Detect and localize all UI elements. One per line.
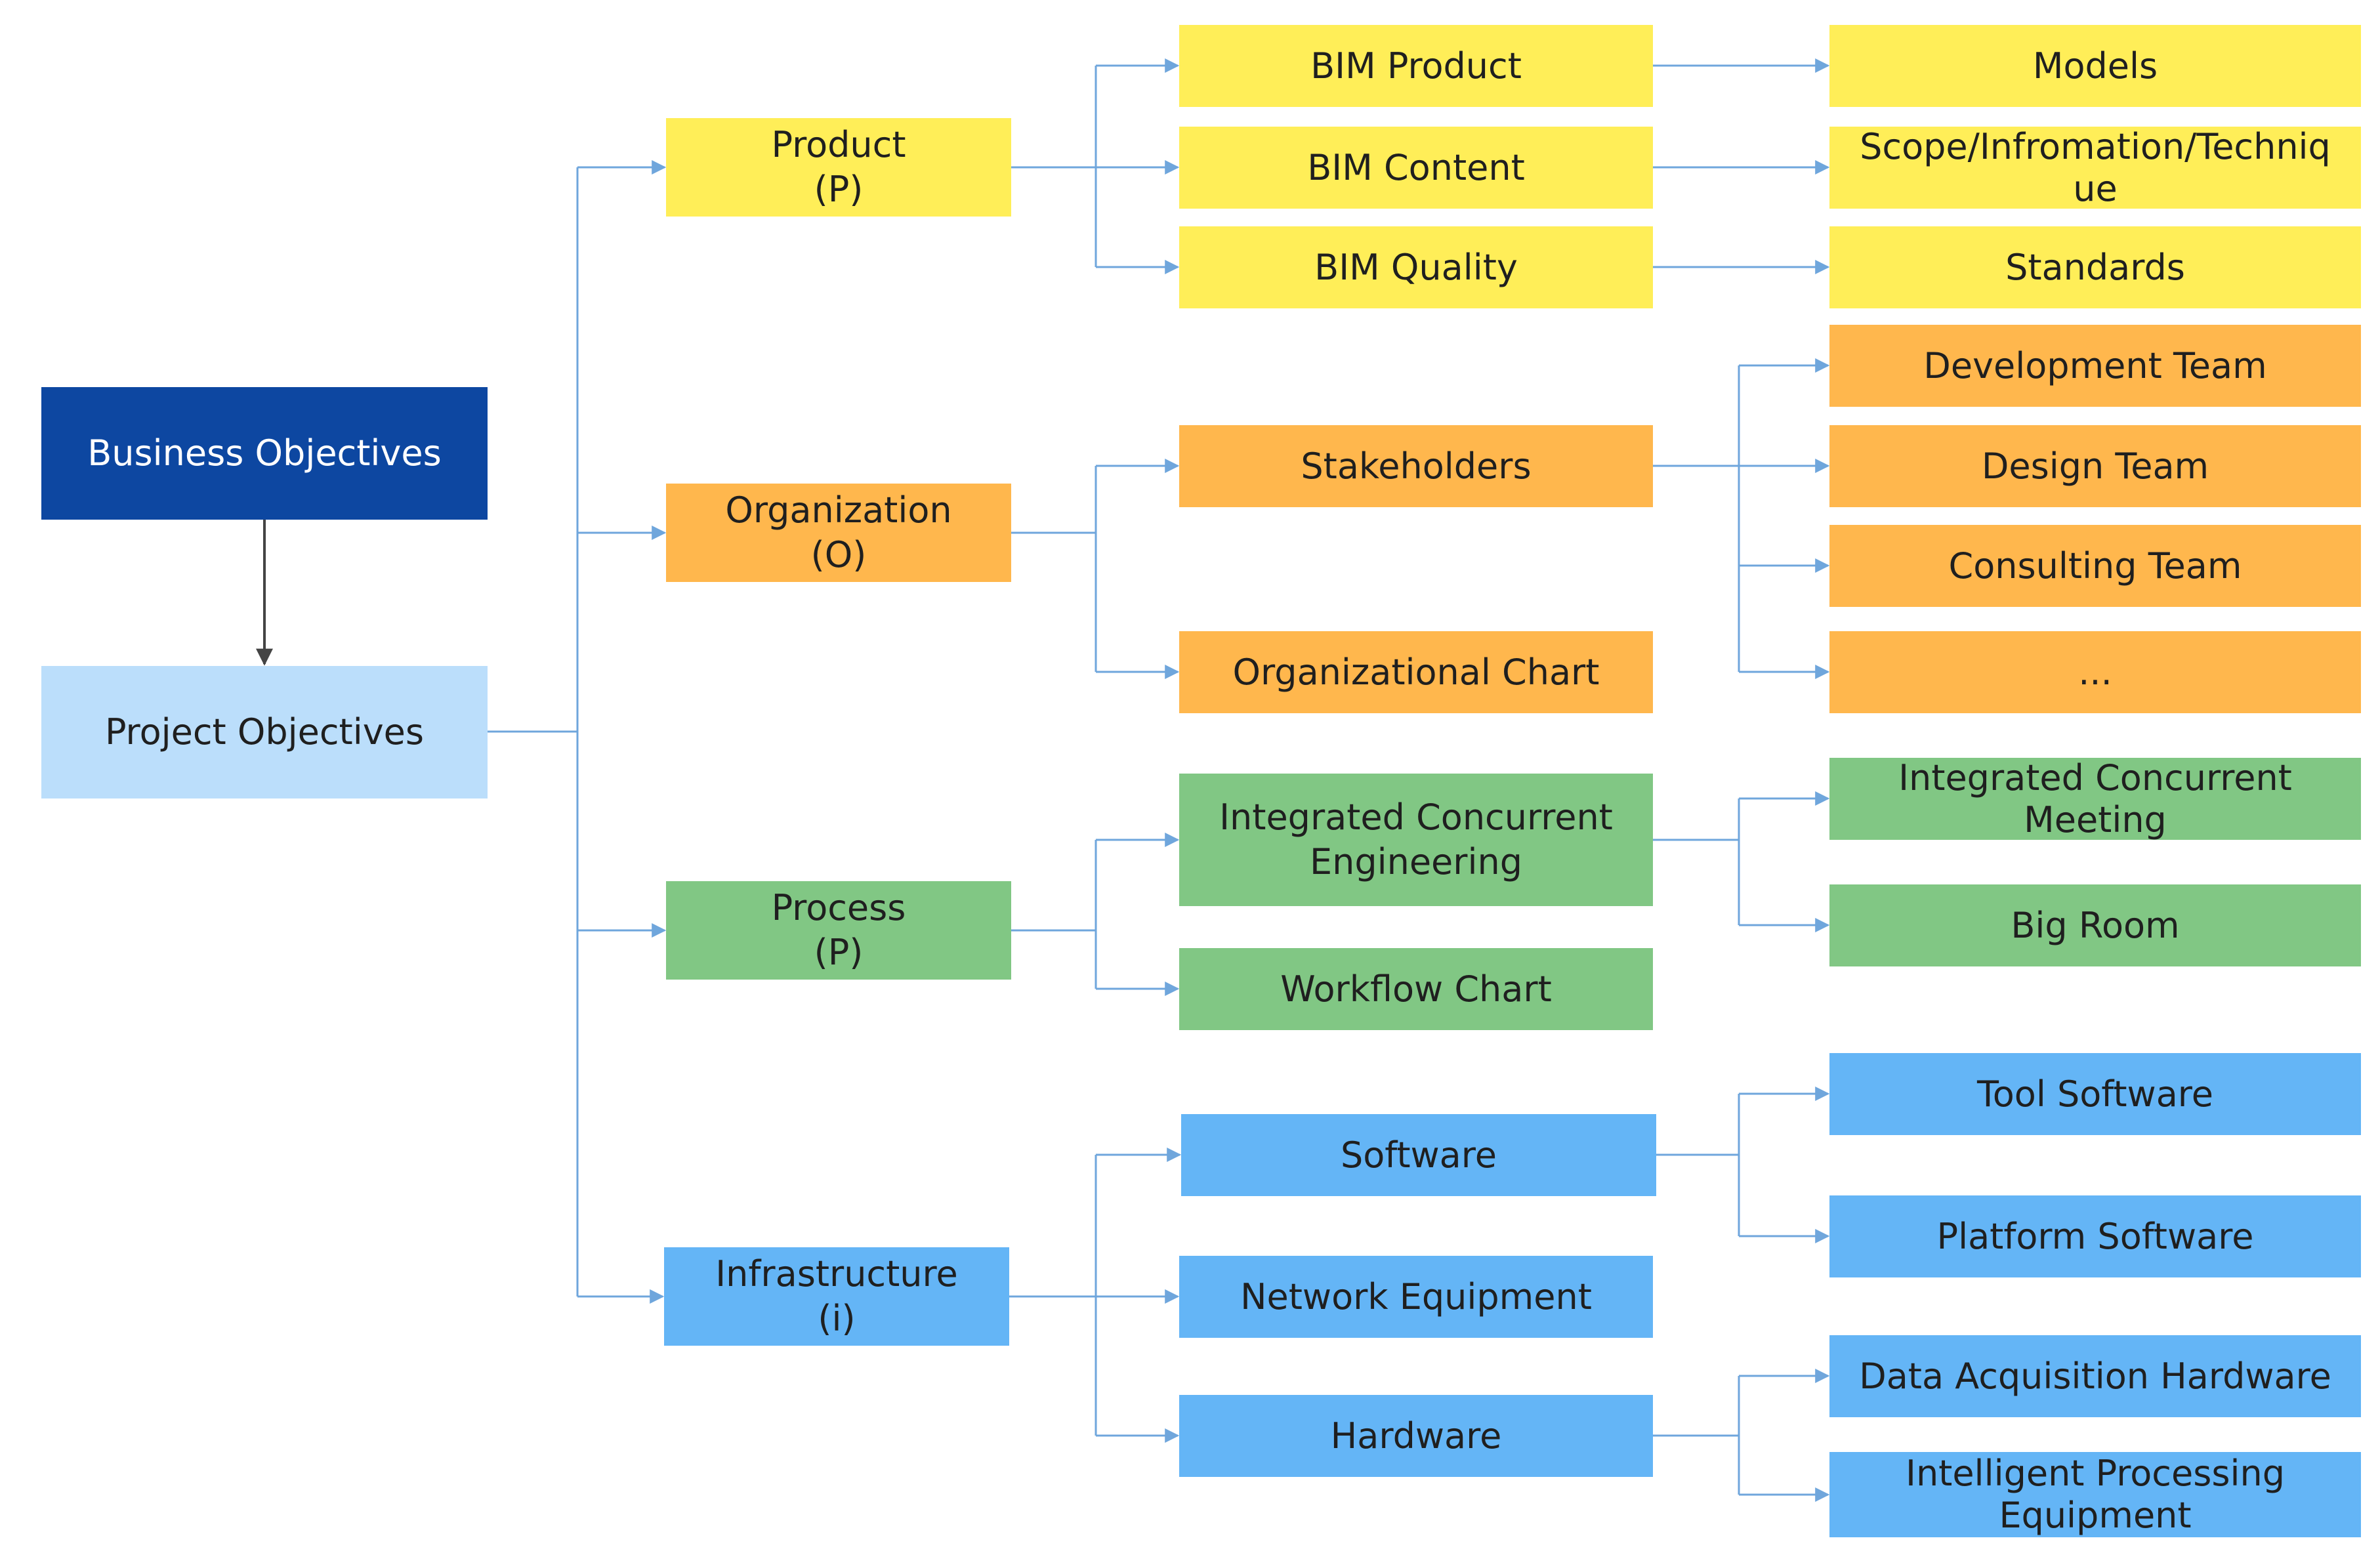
item-stakeholders-label: Stakeholders xyxy=(1301,445,1532,487)
detail-tool-software: Tool Software xyxy=(1829,1053,2361,1135)
detail-consulting-team: Consulting Team xyxy=(1829,525,2361,607)
detail-design-team: Design Team xyxy=(1829,425,2361,507)
detail-platform-software-label: Platform Software xyxy=(1936,1215,2254,1257)
detail-models-label: Models xyxy=(2032,45,2158,87)
item-integrated-concurrent-engineering: Integrated Concurrent Engineering xyxy=(1179,774,1653,906)
category-process-label: Process (P) xyxy=(771,887,906,973)
item-software: Software xyxy=(1181,1114,1656,1196)
detail-consulting-team-label: Consulting Team xyxy=(1948,545,2242,587)
item-organizational-chart-label: Organizational Chart xyxy=(1232,651,1600,693)
detail-integrated-concurrent-meeting: Integrated Concurrent Meeting xyxy=(1829,758,2361,840)
item-hardware: Hardware xyxy=(1179,1395,1653,1477)
detail-scope: Scope/Infromation/Techniq ue xyxy=(1829,127,2361,209)
detail-ellipsis-label: ... xyxy=(2078,651,2112,693)
item-integrated-concurrent-engineering-label: Integrated Concurrent Engineering xyxy=(1219,797,1613,882)
item-network-equipment-label: Network Equipment xyxy=(1240,1275,1592,1317)
item-bim-quality: BIM Quality xyxy=(1179,226,1653,308)
detail-big-room: Big Room xyxy=(1829,884,2361,966)
detail-big-room-label: Big Room xyxy=(2011,904,2180,946)
detail-standards: Standards xyxy=(1829,226,2361,308)
detail-scope-label: Scope/Infromation/Techniq ue xyxy=(1860,127,2331,209)
detail-integrated-concurrent-meeting-label: Integrated Concurrent Meeting xyxy=(1898,758,2292,840)
business-objectives-box: Business Objectives xyxy=(41,387,488,520)
category-product: Product (P) xyxy=(666,118,1011,217)
project-objectives-label: Project Objectives xyxy=(104,711,425,753)
category-infrastructure: Infrastructure (i) xyxy=(664,1247,1009,1346)
item-hardware-label: Hardware xyxy=(1330,1415,1502,1457)
category-product-label: Product (P) xyxy=(771,124,906,210)
detail-development-team-label: Development Team xyxy=(1923,344,2267,386)
category-process: Process (P) xyxy=(666,881,1011,980)
item-bim-quality-label: BIM Quality xyxy=(1314,246,1518,288)
item-workflow-chart: Workflow Chart xyxy=(1179,948,1653,1030)
detail-data-acquisition-hardware: Data Acquisition Hardware xyxy=(1829,1335,2361,1417)
item-bim-product-label: BIM Product xyxy=(1310,45,1522,87)
item-software-label: Software xyxy=(1340,1134,1497,1176)
category-organization-label: Organization (O) xyxy=(725,489,952,575)
category-infrastructure-label: Infrastructure (i) xyxy=(715,1253,958,1339)
detail-ellipsis: ... xyxy=(1829,631,2361,713)
detail-intelligent-processing-equipment-label: Intelligent Processing Equipment xyxy=(1906,1453,2285,1536)
detail-development-team: Development Team xyxy=(1829,325,2361,407)
detail-tool-software-label: Tool Software xyxy=(1976,1073,2214,1115)
business-objectives-label: Business Objectives xyxy=(87,432,442,474)
item-workflow-chart-label: Workflow Chart xyxy=(1280,968,1552,1010)
item-stakeholders: Stakeholders xyxy=(1179,425,1653,507)
detail-platform-software: Platform Software xyxy=(1829,1195,2361,1277)
detail-intelligent-processing-equipment: Intelligent Processing Equipment xyxy=(1829,1452,2361,1537)
item-network-equipment: Network Equipment xyxy=(1179,1256,1653,1338)
item-bim-content-label: BIM Content xyxy=(1307,146,1525,188)
detail-standards-label: Standards xyxy=(2005,246,2185,288)
detail-data-acquisition-hardware-label: Data Acquisition Hardware xyxy=(1859,1355,2331,1397)
detail-models: Models xyxy=(1829,25,2361,107)
detail-design-team-label: Design Team xyxy=(1981,445,2209,487)
item-organizational-chart: Organizational Chart xyxy=(1179,631,1653,713)
item-bim-product: BIM Product xyxy=(1179,25,1653,107)
item-bim-content: BIM Content xyxy=(1179,127,1653,209)
project-objectives-box: Project Objectives xyxy=(41,666,488,798)
category-organization: Organization (O) xyxy=(666,484,1011,582)
